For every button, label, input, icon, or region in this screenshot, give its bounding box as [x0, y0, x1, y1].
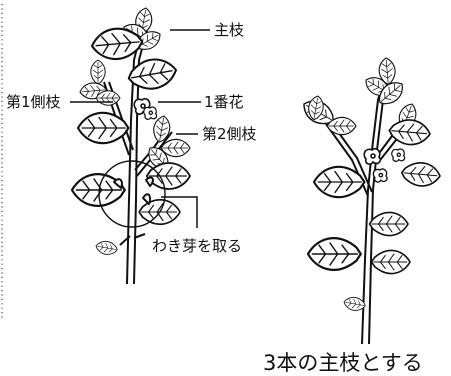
- sucker-bud: [142, 193, 152, 205]
- remove-suckers-leader: [161, 196, 198, 228]
- first-side-branch-label: 第1側枝: [6, 93, 61, 111]
- remove-suckers-label: わき芽を取る: [152, 237, 242, 255]
- sucker-bud: [113, 178, 123, 189]
- flower: [372, 168, 388, 183]
- caption: 3本の主枝とする: [263, 351, 423, 375]
- leaf: [306, 237, 362, 271]
- sucker-removal-circle: [98, 160, 166, 228]
- leaf: [399, 160, 442, 189]
- main-stem-label: 主枝: [214, 21, 244, 39]
- leaf: [145, 162, 191, 190]
- right-plant: [298, 56, 442, 345]
- second-side-branch-label: 第2側枝: [202, 125, 257, 143]
- first-flower-label: 1番花: [204, 93, 244, 111]
- leaf: [368, 211, 409, 237]
- leaf: [370, 249, 411, 275]
- left-plant: [70, 6, 191, 285]
- leaf: [90, 59, 106, 85]
- sucker-bud: [145, 176, 154, 187]
- leaf: [94, 239, 119, 257]
- flower: [391, 148, 406, 162]
- flower: [363, 147, 382, 165]
